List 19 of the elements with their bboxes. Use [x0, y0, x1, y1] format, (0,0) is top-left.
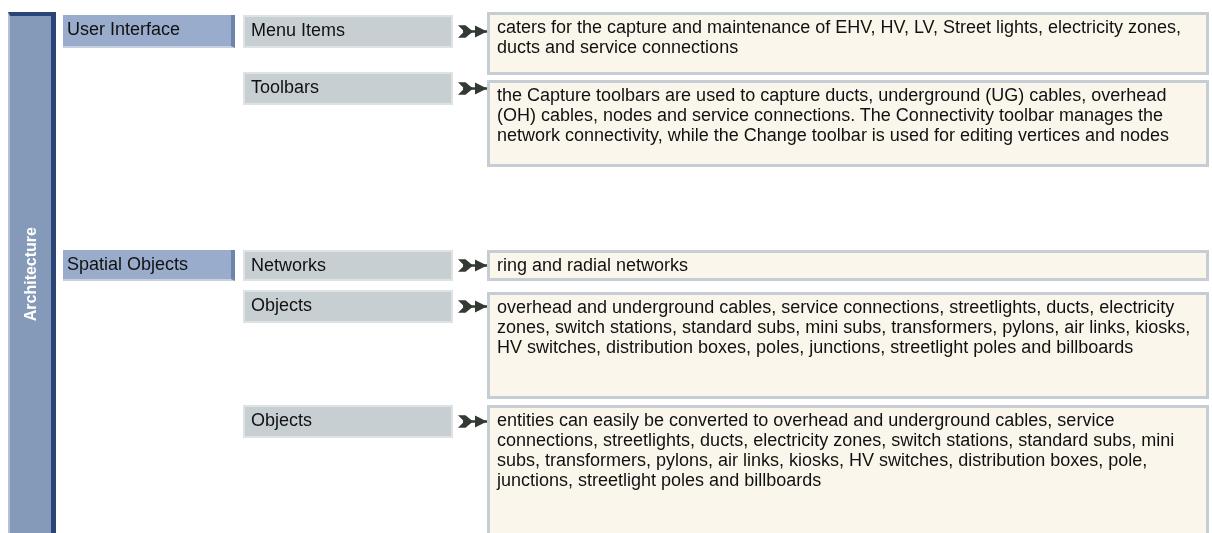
description-box: overhead and underground cables, service connections, streetlights, ducts, electricity zones, switch stations, standard subs, mini subs, transformers, pylons, air links, kiosks, HV switches, distribution boxes, poles, junctions, streetlight poles and billboards	[487, 292, 1209, 399]
arrow	[458, 415, 487, 428]
arrow	[458, 82, 487, 95]
description-box: entities can easily be converted to overhead and underground cables, service connections, streetlights, ducts, electricity zones, switch stations, standard subs, mini subs, transformers, pylons, air links, kiosks, HV switches, distribution boxes, pole, junctions, streetlight poles and billboards	[487, 405, 1209, 533]
arrow	[458, 25, 487, 38]
description-box: ring and radial networks	[487, 250, 1209, 281]
description-box: caters for the capture and maintenance of EHV, HV, LV, Street lights, electricity zones, ducts and service connections	[487, 12, 1209, 75]
item-box: Menu Items	[243, 15, 453, 48]
category-bar	[8, 12, 56, 533]
item-box: Networks	[243, 250, 453, 281]
arrow	[458, 300, 487, 313]
arrow	[458, 259, 487, 272]
item-box: Objects	[243, 290, 453, 323]
category-label: User Interface	[63, 15, 235, 48]
description-box: the Capture toolbars are used to capture ducts, underground (UG) cables, overhead (OH) cables, nodes and service connections. The Connectivity toolbar manages the network connectivity, while the Change toolbar is used for editing vertices and nodes	[487, 80, 1209, 167]
category-label: Spatial Objects	[63, 250, 235, 281]
category-title: Architecture	[20, 227, 40, 322]
item-box: Objects	[243, 405, 453, 438]
item-box: Toolbars	[243, 72, 453, 105]
